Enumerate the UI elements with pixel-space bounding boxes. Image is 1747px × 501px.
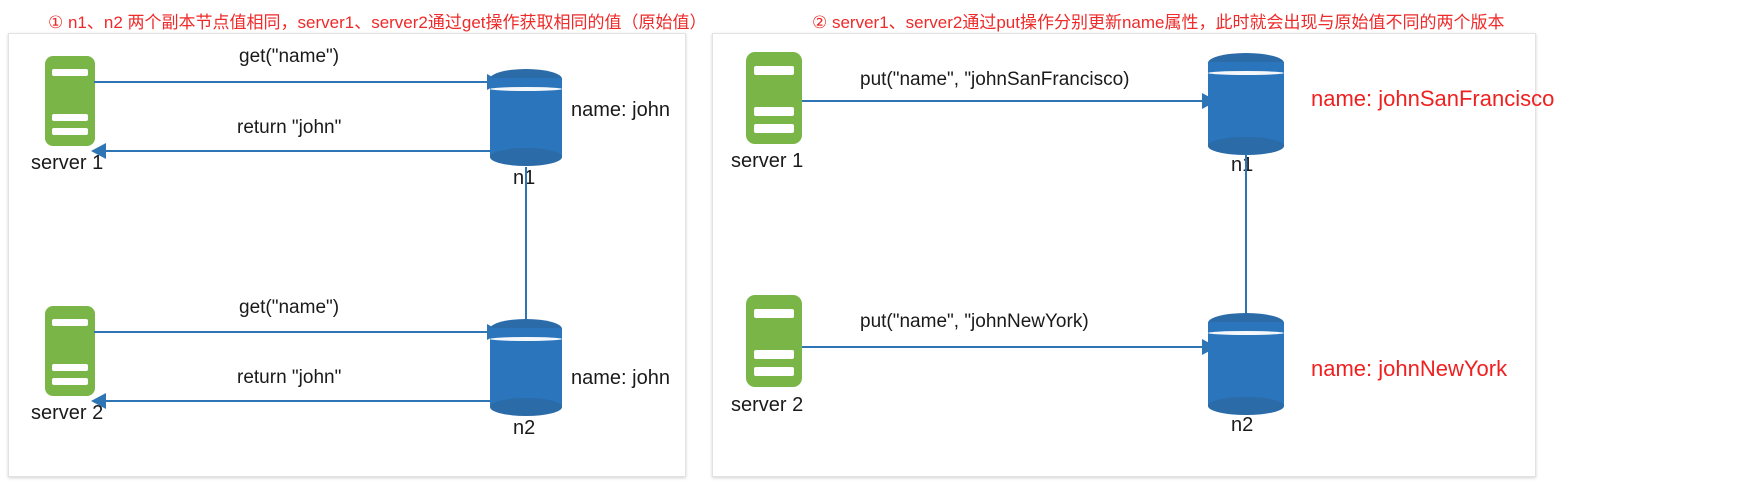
cylinder-sheen: [490, 87, 562, 91]
server-bar: [753, 66, 795, 75]
cylinder-sheen: [1208, 331, 1284, 335]
cylinder-bottom: [490, 398, 562, 416]
cylinder-body: [1208, 62, 1284, 146]
server-1-label: server 1: [731, 150, 804, 172]
server-bar: [52, 319, 88, 326]
server-bar: [753, 350, 795, 359]
arrow-server1-to-n1: [94, 81, 491, 83]
request-label-get-1: get("name"): [239, 46, 340, 67]
server-bar: [52, 364, 88, 371]
server-bar: [753, 107, 795, 116]
arrow-head-left-icon: [91, 143, 106, 159]
server-bar: [753, 124, 795, 133]
response-label-return-2: return "john": [237, 367, 342, 388]
cylinder-body: [490, 328, 562, 407]
server-bar: [52, 114, 88, 121]
server-2-label: server 2: [31, 402, 104, 424]
server-icon-1: [45, 56, 95, 146]
value-label-n2: name: john: [571, 367, 670, 389]
cylinder-bottom: [490, 148, 562, 166]
node-label-n1: n1: [513, 167, 536, 189]
database-node-n2: [490, 319, 562, 416]
request-label-get-2: get("name"): [239, 297, 340, 318]
node-label-n1: n1: [1231, 154, 1254, 176]
cylinder-sheen: [490, 337, 562, 341]
cylinder-body: [490, 78, 562, 157]
value-label-n2: name: johnNewYork: [1311, 356, 1508, 381]
node-label-n2: n2: [1231, 414, 1254, 436]
cylinder-bottom: [1208, 397, 1284, 415]
panel-replica-write: server 1 put("name", "johnSanFrancisco) …: [712, 33, 1554, 477]
panel-replica-read: server 1 get("name") return "john" n1 na…: [8, 33, 686, 477]
response-label-return-1: return "john": [237, 117, 342, 138]
server-icon-1: [746, 52, 802, 144]
node-label-n2: n2: [513, 417, 536, 439]
request-label-put-2: put("name", "johnNewYork): [860, 311, 1089, 332]
arrow-head-left-icon: [91, 393, 106, 409]
cylinder-sheen: [1208, 71, 1284, 75]
value-label-n1: name: johnSanFrancisco: [1311, 86, 1555, 111]
panel-2-caption: ② server1、server2通过put操作分别更新name属性，此时就会出…: [812, 13, 1505, 32]
link-n1-n2: [525, 167, 527, 319]
database-node-n2: [1208, 313, 1284, 415]
panel-1-caption: ① n1、n2 两个副本节点值相同，server1、server2通过get操作…: [48, 13, 707, 32]
server-bar: [753, 309, 795, 318]
value-label-n1: name: john: [571, 99, 670, 121]
database-node-n1: [1208, 53, 1284, 155]
link-n1-n2: [1245, 154, 1247, 314]
server-bar: [753, 367, 795, 376]
arrow-server2-to-n2: [802, 346, 1206, 348]
arrow-server1-to-n1: [802, 100, 1206, 102]
server-bar: [52, 378, 88, 385]
cylinder-bottom: [1208, 137, 1284, 155]
server-2-label: server 2: [731, 394, 804, 416]
server-1-label: server 1: [31, 152, 104, 174]
request-label-put-1: put("name", "johnSanFrancisco): [860, 69, 1130, 90]
cylinder-body: [1208, 322, 1284, 406]
server-bar: [52, 128, 88, 135]
arrow-n1-to-server1: [105, 150, 499, 152]
arrow-n2-to-server2: [105, 400, 499, 402]
database-node-n1: [490, 69, 562, 166]
server-bar: [52, 69, 88, 76]
arrow-server2-to-n2: [94, 331, 491, 333]
server-icon-2: [45, 306, 95, 396]
server-icon-2: [746, 295, 802, 387]
